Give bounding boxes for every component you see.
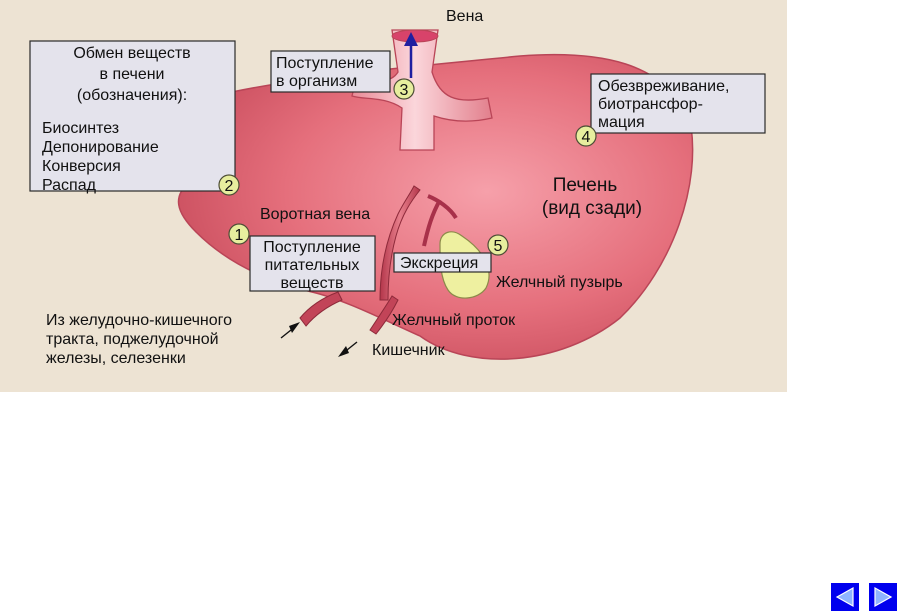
- portal-vein-label: Воротная вена: [260, 206, 370, 223]
- nutrients-line-2: питательных: [265, 257, 360, 274]
- detox-line-2: биотрансфор-: [598, 96, 703, 113]
- legend-title-line-1: Обмен веществ: [73, 45, 190, 62]
- legend-title-line-2: в печени: [100, 66, 165, 83]
- portal-vein: [379, 185, 421, 301]
- bile-duct: [369, 295, 399, 335]
- legend-title-line-3: (обозначения):: [77, 87, 187, 104]
- intestine-arrow-head: [338, 346, 349, 357]
- marker-1-label: 1: [235, 227, 244, 244]
- gi-source-line-1: Из желудочно-кишечного: [46, 312, 232, 329]
- legend-item-deposition: Депонирование: [42, 139, 159, 156]
- diagram-canvas: Обмен веществ в печени (обозначения): Би…: [29, 8, 766, 367]
- intestine-label: Кишечник: [372, 342, 446, 359]
- intake-organism-line-1: Поступление: [276, 55, 374, 72]
- hepatic-artery: [427, 194, 458, 220]
- bile-duct-branch: [422, 199, 442, 247]
- intake-organism-box: [270, 50, 391, 93]
- liver-metabolism-diagram: Обмен веществ в печени (обозначения): Би…: [0, 0, 787, 392]
- gi-source-line-2: тракта, поджелудочной: [46, 331, 219, 348]
- liver-label-line-1: Печень: [553, 175, 618, 196]
- marker-3-label: 3: [400, 82, 409, 99]
- legend-box: [29, 40, 236, 192]
- bile-duct-label: Желчный проток: [392, 312, 516, 329]
- marker-4: [575, 125, 597, 147]
- liver-label-line-2: (вид сзади): [542, 198, 642, 219]
- next-slide-button[interactable]: [869, 583, 897, 611]
- excretion-box: [393, 252, 492, 273]
- triangle-left-icon: [835, 586, 854, 608]
- marker-5: [487, 234, 509, 256]
- vein-label: Вена: [446, 8, 483, 25]
- legend-item-biosynthesis: Биосинтез: [42, 120, 119, 137]
- nutrients-box: [249, 235, 376, 292]
- intake-organism-line-2: в организм: [276, 73, 357, 90]
- gi-source-arrow-head: [289, 322, 300, 333]
- portal-inlet: [299, 291, 343, 327]
- detox-line-1: Обезвреживание,: [598, 78, 729, 95]
- upward-arrow-head: [404, 32, 418, 46]
- detox-line-3: мация: [598, 114, 645, 131]
- marker-3: [393, 78, 415, 100]
- excretion-label: Экскреция: [400, 255, 478, 272]
- nutrients-line-3: веществ: [281, 275, 344, 292]
- nutrients-line-1: Поступление: [263, 239, 361, 256]
- legend-item-breakdown: Распад: [42, 177, 97, 194]
- marker-2-label: 2: [225, 178, 234, 195]
- marker-4-label: 4: [582, 129, 591, 146]
- gi-source-line-3: железы, селезенки: [46, 350, 186, 367]
- gallbladder-label: Желчный пузырь: [496, 274, 623, 291]
- triangle-right-icon: [874, 586, 893, 608]
- legend-item-conversion: Конверсия: [42, 158, 121, 175]
- marker-1: [228, 223, 250, 245]
- marker-2: [218, 174, 240, 196]
- previous-slide-button[interactable]: [831, 583, 859, 611]
- detox-box: [590, 73, 766, 134]
- marker-5-label: 5: [494, 238, 503, 255]
